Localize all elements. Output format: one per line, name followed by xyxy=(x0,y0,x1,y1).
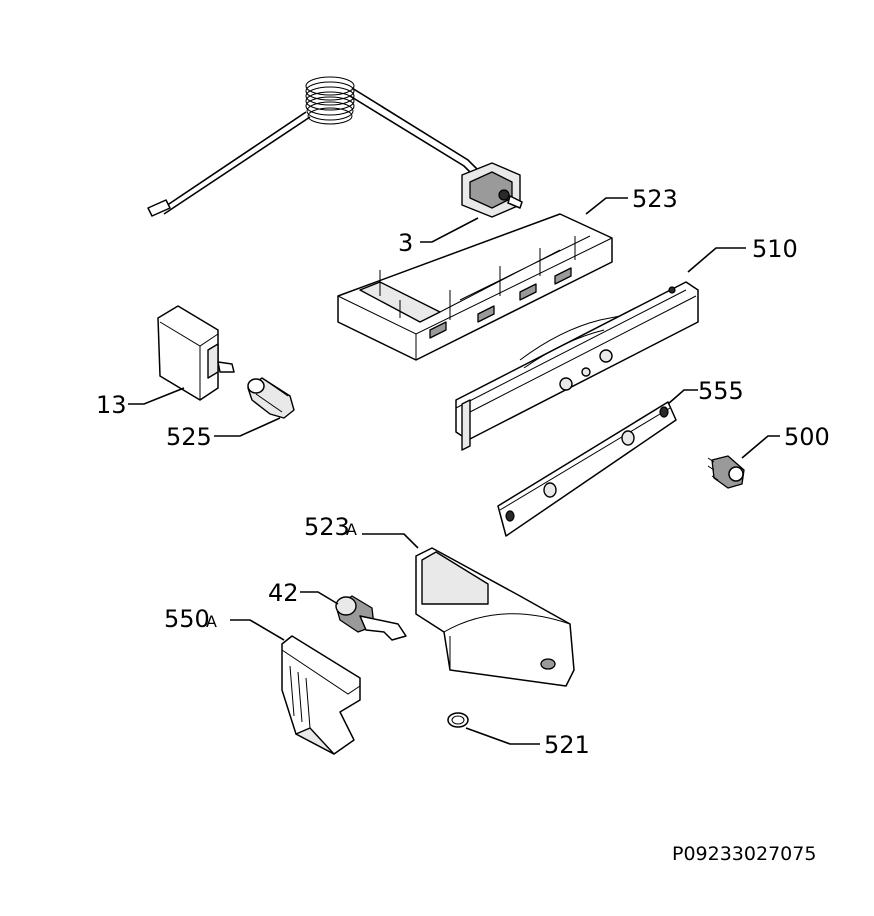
label-523: 523 xyxy=(632,185,678,213)
leader-42 xyxy=(300,591,339,605)
leader-550a xyxy=(230,619,285,641)
label-525: 525 xyxy=(166,423,212,451)
label-13: 13 xyxy=(96,391,127,419)
thermostat-knob xyxy=(335,595,407,641)
leader-523 xyxy=(585,197,628,215)
label-555: 555 xyxy=(698,377,744,405)
trim-strip xyxy=(497,401,677,537)
drawing-code: P09233027075 xyxy=(672,843,816,865)
label-510: 510 xyxy=(752,235,798,263)
leader-555 xyxy=(667,389,698,405)
thermostat-cover xyxy=(415,547,575,687)
thermostat-housing xyxy=(337,213,613,361)
lamp-bulb xyxy=(247,377,295,419)
thermostat-capillary xyxy=(147,76,523,218)
label-550a: 550 xyxy=(164,605,210,633)
door-switch xyxy=(157,305,235,401)
label-523a: 523 xyxy=(304,513,350,541)
label-523a-suffix: A xyxy=(346,520,357,539)
leader-500 xyxy=(741,435,780,459)
label-3: 3 xyxy=(398,229,413,257)
label-521: 521 xyxy=(544,731,590,759)
leader-521 xyxy=(465,727,540,745)
leader-525 xyxy=(214,417,281,437)
leader-510 xyxy=(687,247,746,273)
leader-523a xyxy=(362,533,419,549)
control-panel xyxy=(455,281,699,451)
label-42: 42 xyxy=(268,579,299,607)
leader-3 xyxy=(420,217,479,243)
leader-13 xyxy=(128,387,185,405)
lamp-holder xyxy=(707,455,745,489)
label-550a-suffix: A xyxy=(206,612,217,631)
label-500: 500 xyxy=(784,423,830,451)
o-ring xyxy=(447,712,469,728)
lamp-cover-bracket xyxy=(281,635,361,755)
